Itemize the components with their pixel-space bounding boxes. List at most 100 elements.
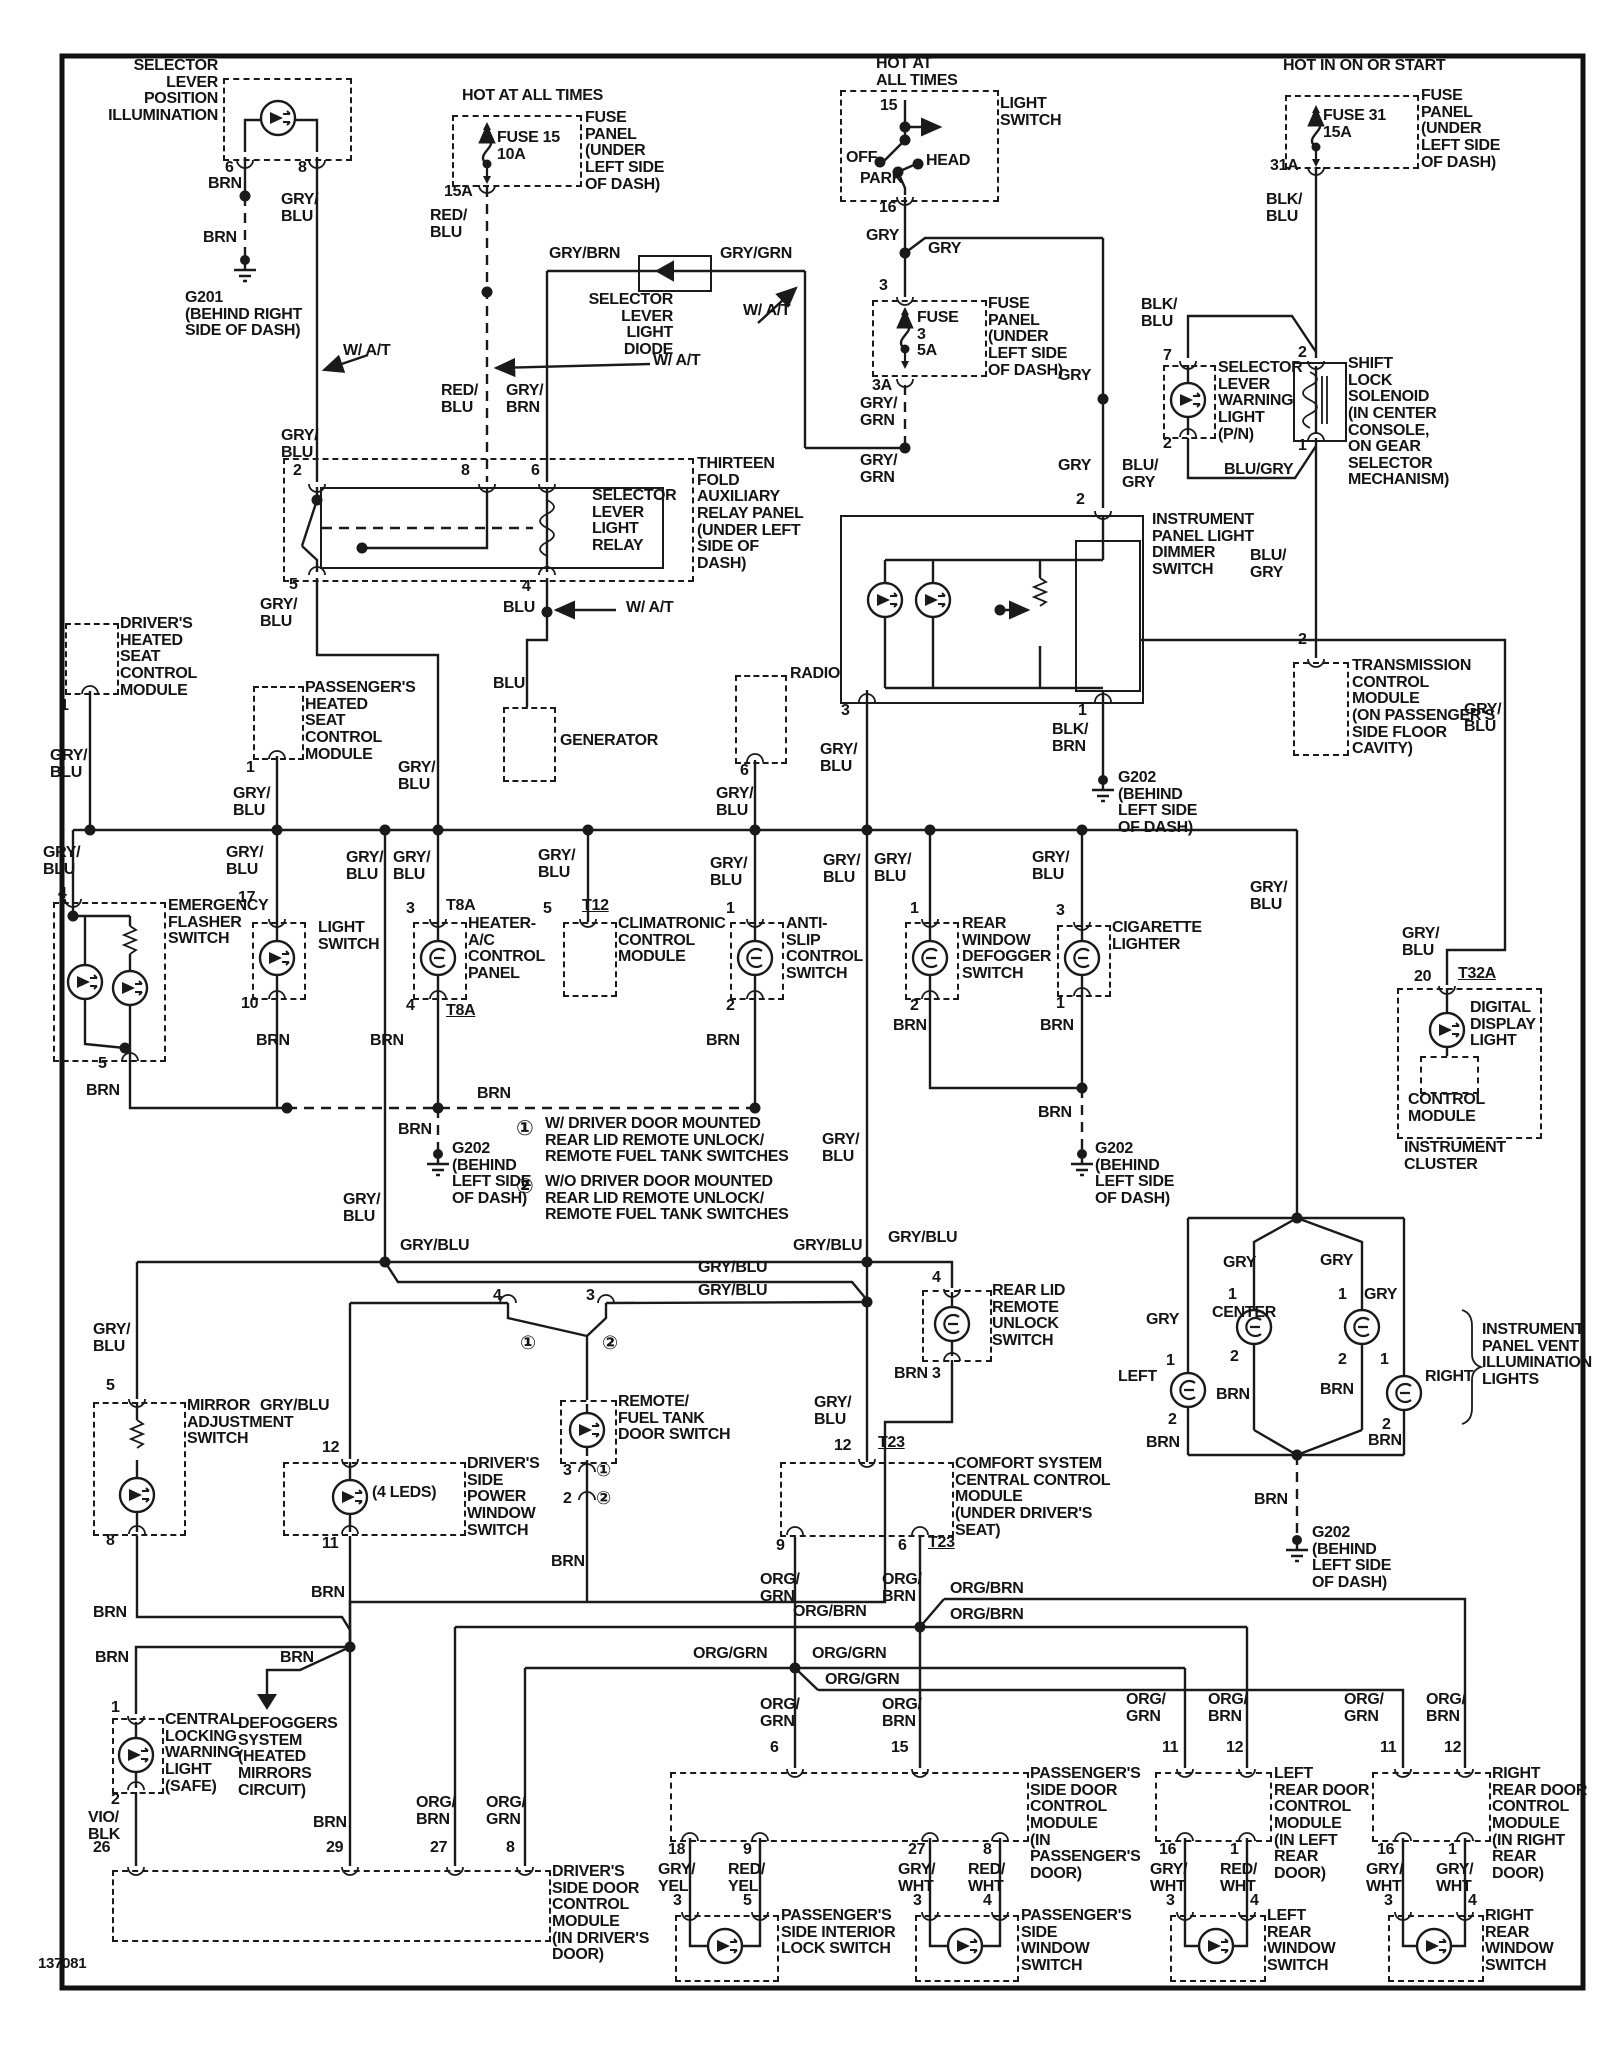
diagram-label: BLK/ BLU (1141, 296, 1178, 330)
diagram-label: 4 (1468, 1892, 1477, 1909)
diagram-label: REAR WINDOW DEFOGGER SWITCH (962, 915, 1052, 982)
diagram-label: 29 (326, 1839, 344, 1856)
diagram-label: FUSE PANEL (UNDER LEFT SIDE OF DASH) (1421, 87, 1501, 171)
pin-mark (341, 1525, 359, 1535)
defogger-arrow-icon (257, 1694, 277, 1710)
diagram-label: 4 (522, 578, 531, 595)
diagram-label: GRY/GRN (720, 245, 792, 262)
wire (362, 487, 489, 550)
diagram-label: ORG/ BRN (416, 1794, 456, 1828)
component-box (1293, 362, 1347, 442)
diagram-label: 2 (563, 1490, 572, 1507)
pin-mark (896, 196, 914, 206)
diagram-label: LIGHT SWITCH (1000, 95, 1062, 129)
ground-icon (427, 1149, 449, 1177)
diagram-label: 15 (880, 97, 898, 114)
diagram-label: 6 (770, 1739, 779, 1756)
wire (128, 1004, 287, 1110)
diagram-label: DRIVER'S SIDE DOOR CONTROL MODULE (IN DR… (552, 1863, 650, 1964)
junction-dot (541, 606, 553, 618)
wire (243, 118, 262, 152)
diagram-label: 3A (872, 377, 892, 394)
diagram-label: G202 (BEHIND LEFT SIDE OF DASH) (1118, 769, 1198, 836)
diagram-label: 3 (406, 900, 415, 917)
diagram-label: 12 (834, 1437, 852, 1454)
pin-mark (751, 1911, 769, 1921)
wire (944, 1597, 1467, 1768)
diagram-label: INSTRUMENT PANEL LIGHT DIMMER SWITCH (1152, 511, 1254, 578)
diagram-label: 1 (910, 900, 919, 917)
led-lamp-icon (1169, 381, 1207, 419)
ground-icon (1286, 1535, 1308, 1563)
wire (919, 1598, 945, 1628)
junction-dot (356, 542, 368, 554)
diagram-label: BRN (280, 1649, 314, 1666)
component-box (53, 902, 166, 1062)
junction-dot (789, 1662, 801, 1674)
led-lamp-icon (117, 1736, 155, 1774)
diagram-label: SELECTOR LEVER LIGHT RELAY (592, 487, 677, 554)
led-lamp-icon (568, 1411, 606, 1449)
diagram-label: 2 (1163, 435, 1172, 452)
diagram-label: ORG/ GRN (1126, 1691, 1166, 1725)
diagram-label: ANTI- SLIP CONTROL SWITCH (786, 915, 864, 982)
wire (315, 578, 440, 830)
diagram-label: 3 (586, 1287, 595, 1304)
junction-dot (1291, 1449, 1303, 1461)
wire (818, 1688, 1405, 1768)
diagram-label: GRY (1223, 1254, 1257, 1271)
brace-icon (1461, 1309, 1484, 1425)
diagram-label: 3 (1384, 1892, 1393, 1909)
diagram-label: BRN (1038, 1104, 1072, 1121)
component-box (65, 623, 119, 695)
diagram-label: LEFT (1118, 1368, 1157, 1385)
component-box (563, 922, 617, 997)
diagram-label: GRY/ BLU (93, 1321, 131, 1355)
component-box (112, 1718, 164, 1794)
component-box (1397, 988, 1542, 1139)
coil-icon (1302, 371, 1318, 429)
pin-mark (1456, 1768, 1474, 1778)
diagram-label: RIGHT (1425, 1368, 1474, 1385)
diagram-label: 2 (1382, 1416, 1391, 1433)
diagram-label: CLIMATRONIC CONTROL MODULE (618, 915, 726, 966)
pin-mark (308, 566, 326, 576)
pin-mark (478, 483, 496, 493)
pin-mark (1094, 693, 1112, 703)
diagram-label: RED/ BLU (430, 207, 468, 241)
junction-dot (379, 1256, 391, 1268)
wire (1252, 1216, 1298, 1430)
diagram-label: 1 (1380, 1351, 1389, 1368)
fuse-icon (896, 307, 914, 369)
pin-mark (127, 1781, 145, 1791)
diagram-label: 20 (1414, 968, 1432, 985)
diagram-label: BRN (1040, 1017, 1074, 1034)
wire (757, 286, 798, 324)
component-box (1285, 95, 1419, 169)
junction-dot (749, 824, 761, 836)
diagram-label: GRY/ BLU (822, 1131, 860, 1165)
pin-mark (1179, 428, 1197, 438)
pin-mark (1176, 1832, 1194, 1842)
pin-mark (341, 1866, 359, 1876)
bulb-lamp-icon (736, 939, 774, 977)
pin-mark (1394, 1768, 1412, 1778)
component-box (1293, 662, 1349, 756)
pin-mark (858, 693, 876, 703)
component-box (840, 515, 1144, 704)
led-lamp-icon (866, 581, 904, 619)
junction-dot (481, 286, 493, 298)
pin-mark (896, 296, 914, 306)
diagram-label: 27 (908, 1841, 926, 1858)
led-lamp-icon (111, 969, 149, 1007)
diagram-label: 2 (1168, 1411, 1177, 1428)
diagram-label: ORG/BRN (950, 1606, 1024, 1623)
pin-mark (516, 1866, 534, 1876)
diagram-label: GRY (928, 240, 962, 257)
diagram-label: 2 (1076, 491, 1085, 508)
ground-icon (234, 255, 256, 283)
diagram-label: T12 (582, 897, 609, 914)
wire (1186, 438, 1318, 480)
diagram-label: 11 (1380, 1739, 1397, 1756)
